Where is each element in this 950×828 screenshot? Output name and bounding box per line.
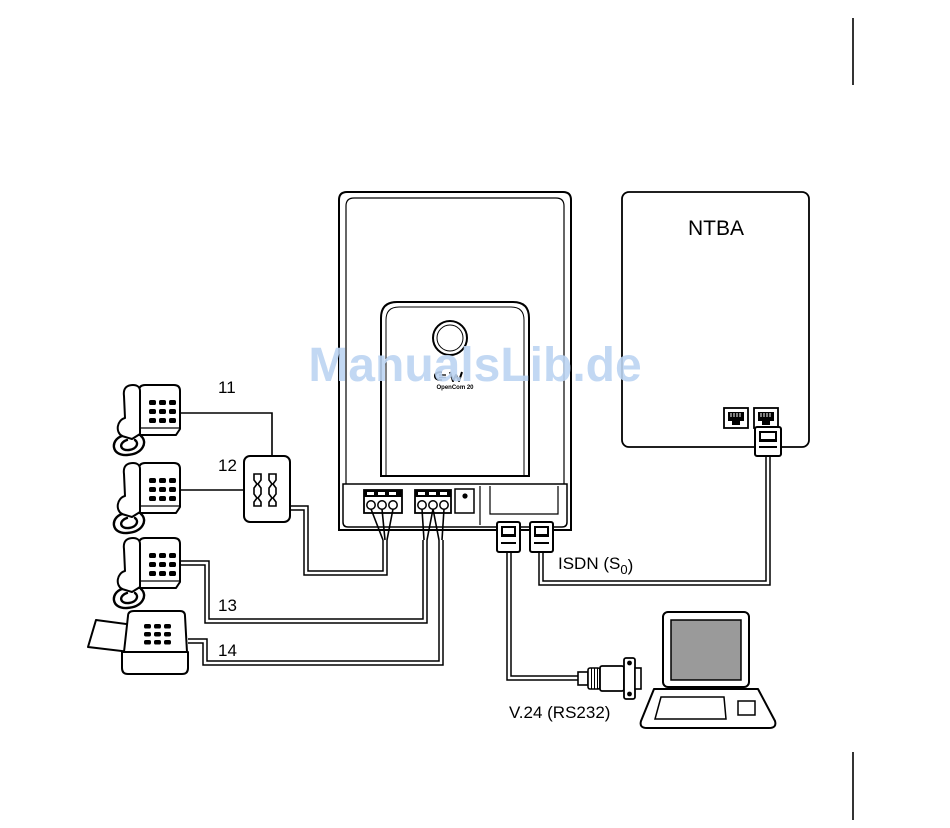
isdn-plug-ntba <box>755 427 781 456</box>
port-label-12: 12 <box>218 456 237 475</box>
telephone-2-icon <box>114 463 180 533</box>
device-small-port <box>455 489 474 513</box>
port-label-11: 11 <box>218 378 236 397</box>
junction-contact-left <box>254 474 261 506</box>
laptop-touchpad <box>738 701 755 715</box>
isdn-plug-device <box>530 522 553 552</box>
terminal-screw <box>440 501 448 509</box>
fax-icon <box>88 611 188 674</box>
isdn-label-suffix: ) <box>628 556 634 575</box>
terminal-block-1 <box>364 490 402 513</box>
terminal-screw <box>378 501 386 509</box>
telephone-3-icon <box>114 538 180 608</box>
port-label-14: 14 <box>218 641 237 660</box>
telephone-1-icon <box>114 385 180 455</box>
serial-label: V.24 (RS232) <box>509 703 610 722</box>
junction-contact-right <box>269 474 276 506</box>
laptop-keyboard <box>655 697 726 719</box>
fax-body <box>124 611 187 652</box>
isdn-label: ISDN (S0) <box>558 554 633 577</box>
ntba-jack-left <box>724 408 748 428</box>
ntba-label: NTBA <box>688 217 744 240</box>
ntba-box: NTBA <box>622 192 809 447</box>
cable-port-13 <box>180 540 425 621</box>
fax-keypad <box>144 624 171 645</box>
port-label-13: 13 <box>218 596 237 615</box>
laptop-icon <box>641 612 776 728</box>
fax-base <box>122 652 188 674</box>
terminal-screw <box>367 501 375 509</box>
junction-box-icon <box>244 456 290 522</box>
watermark: ManualsLib.de <box>308 339 641 392</box>
terminal-screw <box>389 501 397 509</box>
rs232-plug <box>497 522 520 552</box>
laptop-screen <box>671 620 741 680</box>
terminal-screw <box>429 501 437 509</box>
ntba-jack-right <box>754 408 778 428</box>
isdn-label-text: ISDN (S <box>558 554 620 573</box>
terminal-screw <box>418 501 426 509</box>
db9-connector-icon <box>578 658 641 699</box>
isdn-label-subscript: 0 <box>620 562 627 577</box>
